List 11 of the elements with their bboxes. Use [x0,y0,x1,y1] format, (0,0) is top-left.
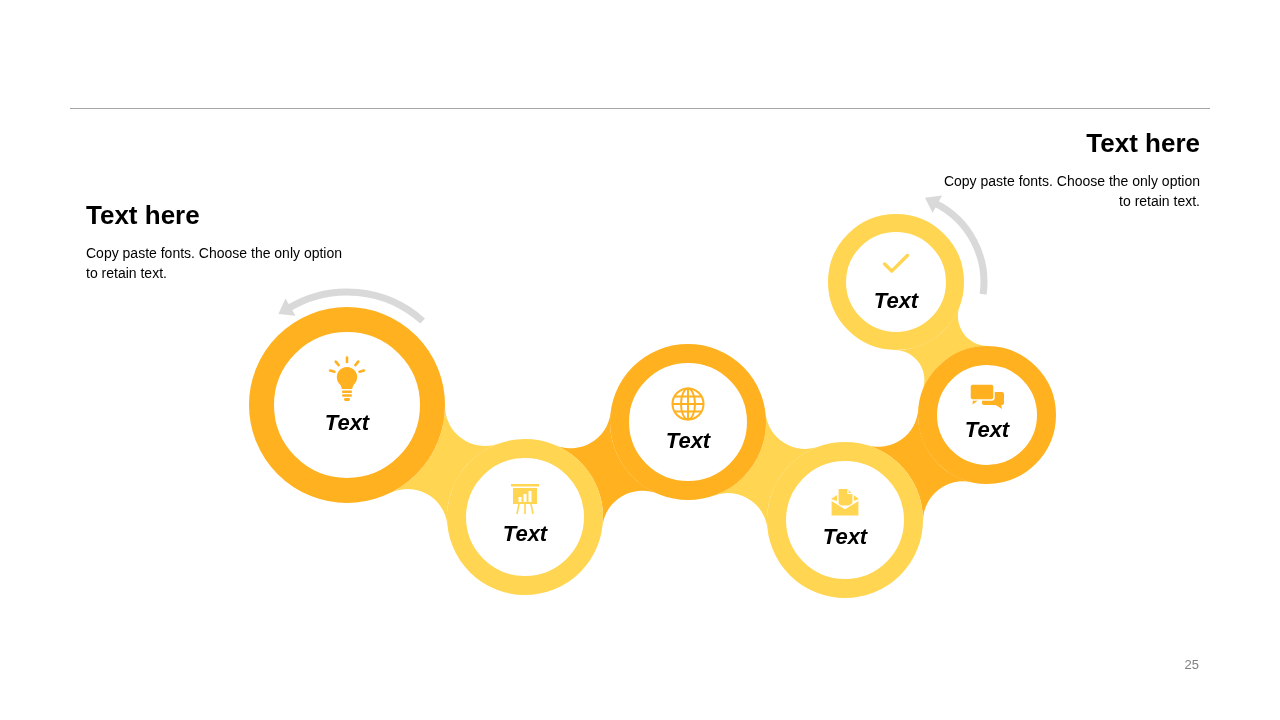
step-label: Text [822,523,868,551]
description-text: Copy paste fonts. Choose the only option to retain text. [942,172,1200,211]
step-label: Text [502,520,548,548]
description-text: Copy paste fonts. Choose the only option to retain text. [86,244,344,283]
step-label: Text [324,408,370,437]
heading: Text here [86,202,200,228]
page-number: 25 [1184,658,1199,671]
step-label: Text [665,427,711,455]
heading: Text here [1086,130,1200,156]
step-label: Text [873,287,919,315]
step-label: Text [964,415,1010,444]
